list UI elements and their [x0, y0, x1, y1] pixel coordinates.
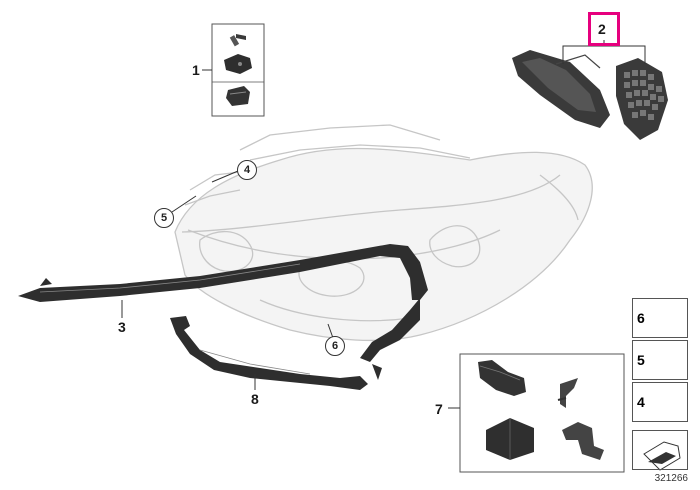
side-legend-indicator — [632, 430, 688, 470]
part-8-lower-strip — [170, 316, 382, 390]
callout-7: 7 — [435, 401, 443, 417]
side-legend-num: 5 — [637, 352, 645, 368]
callout-6: 6 — [325, 336, 345, 356]
side-legend-5: 5 — [632, 340, 688, 380]
part-1-box — [211, 23, 265, 117]
callout-2-highlight — [588, 12, 620, 46]
callout-5: 5 — [154, 208, 174, 228]
document-number: 321266 — [654, 473, 688, 484]
headlamp-ghost — [174, 124, 593, 342]
side-legend-6: 6 — [632, 298, 688, 338]
side-legend-num: 6 — [637, 310, 645, 326]
side-legend-num: 4 — [637, 394, 645, 410]
part-7-box — [459, 353, 625, 473]
part-2-covers — [512, 50, 668, 140]
part-3-seal-strip — [18, 244, 428, 362]
callout-2: 2 — [598, 21, 606, 37]
callout-8: 8 — [251, 391, 259, 407]
callout-3: 3 — [118, 319, 126, 335]
callout-4: 4 — [237, 160, 257, 180]
callout-1: 1 — [192, 62, 200, 78]
side-legend-4: 4 — [632, 382, 688, 422]
